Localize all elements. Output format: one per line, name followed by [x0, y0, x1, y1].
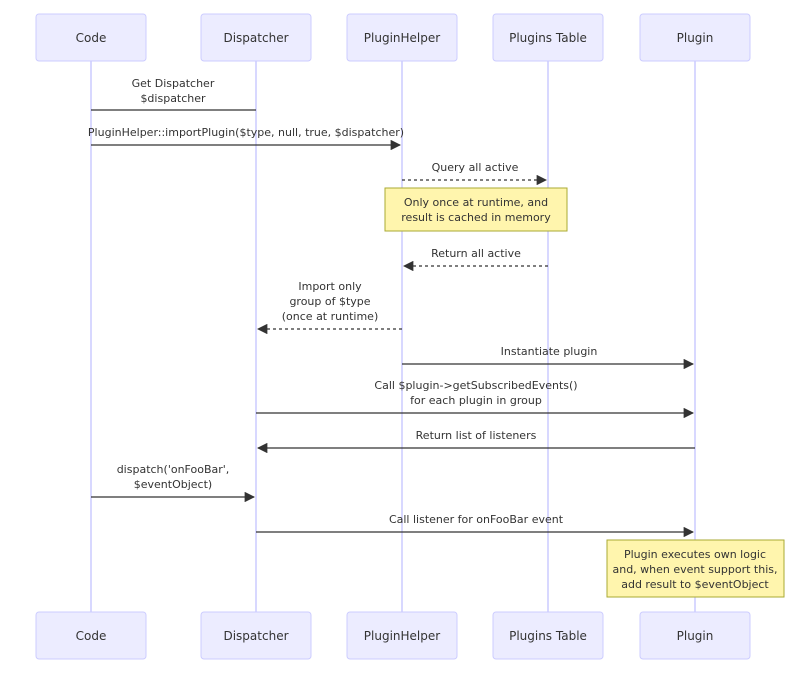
- actor-plugin-top: Plugin: [639, 13, 751, 62]
- message-dispatch-onfoobar: dispatch('onFooBar', $eventObject): [91, 463, 256, 503]
- message-label: dispatch('onFooBar',: [117, 463, 230, 476]
- message-label: group of $type: [289, 295, 370, 308]
- actor-pluginhelper-bottom: PluginHelper: [346, 611, 458, 660]
- actor-dispatcher-top-label: Dispatcher: [223, 31, 288, 45]
- actor-plugin-bottom: Plugin: [639, 611, 751, 660]
- note-cached: Only once at runtime, and result is cach…: [384, 187, 568, 232]
- note-line: Only once at runtime, and: [404, 196, 548, 209]
- message-label: $dispatcher: [140, 92, 206, 105]
- message-label: (once at runtime): [282, 310, 378, 323]
- actor-plugins-table-bottom: Plugins Table: [492, 611, 604, 660]
- actor-plugin-top-label: Plugin: [677, 31, 714, 45]
- message-return-all-active: Return all active: [402, 247, 548, 272]
- actor-plugins-table-top: Plugins Table: [492, 13, 604, 62]
- note-line: and, when event support this,: [612, 563, 777, 576]
- message-get-dispatcher: Get Dispatcher $dispatcher: [91, 77, 256, 111]
- message-label: Call listener for onFooBar event: [389, 513, 564, 526]
- message-label: PluginHelper::importPlugin($type, null, …: [88, 126, 404, 139]
- actor-code-top: Code: [35, 13, 147, 62]
- actor-pluginhelper-bottom-label: PluginHelper: [364, 629, 440, 643]
- actor-plugins-table-top-label: Plugins Table: [509, 31, 587, 45]
- actor-plugin-bottom-label: Plugin: [677, 629, 714, 643]
- message-label: Call $plugin->getSubscribedEvents(): [374, 379, 577, 392]
- message-instantiate-plugin: Instantiate plugin: [402, 345, 695, 370]
- actor-dispatcher-top: Dispatcher: [200, 13, 312, 62]
- message-label: for each plugin in group: [410, 394, 542, 407]
- message-label: Get Dispatcher: [132, 77, 215, 90]
- actor-plugins-table-bottom-label: Plugins Table: [509, 629, 587, 643]
- note-plugin-logic: Plugin executes own logic and, when even…: [606, 539, 785, 598]
- message-label: Return list of listeners: [416, 429, 537, 442]
- message-label: Instantiate plugin: [501, 345, 598, 358]
- actor-pluginhelper-top: PluginHelper: [346, 13, 458, 62]
- note-line: add result to $eventObject: [621, 578, 769, 591]
- message-label: Return all active: [431, 247, 521, 260]
- message-query-all-active: Query all active: [402, 161, 548, 186]
- note-line: Plugin executes own logic: [624, 548, 766, 561]
- actor-code-top-label: Code: [76, 31, 107, 45]
- actor-dispatcher-bottom-label: Dispatcher: [223, 629, 288, 643]
- lifelines: [90, 61, 696, 612]
- message-get-subscribed-events: Call $plugin->getSubscribedEvents() for …: [256, 379, 695, 419]
- message-label: Import only: [298, 280, 362, 293]
- actor-code-bottom: Code: [35, 611, 147, 660]
- message-import-only-group: Import only group of $type (once at runt…: [256, 280, 402, 335]
- note-line: result is cached in memory: [401, 211, 551, 224]
- message-label: Query all active: [432, 161, 519, 174]
- message-label: $eventObject): [134, 478, 212, 491]
- actor-pluginhelper-top-label: PluginHelper: [364, 31, 440, 45]
- message-import-plugin: PluginHelper::importPlugin($type, null, …: [88, 126, 404, 151]
- actor-code-bottom-label: Code: [76, 629, 107, 643]
- message-call-listener: Call listener for onFooBar event: [256, 513, 695, 538]
- actor-dispatcher-bottom: Dispatcher: [200, 611, 312, 660]
- message-return-listeners: Return list of listeners: [256, 429, 695, 454]
